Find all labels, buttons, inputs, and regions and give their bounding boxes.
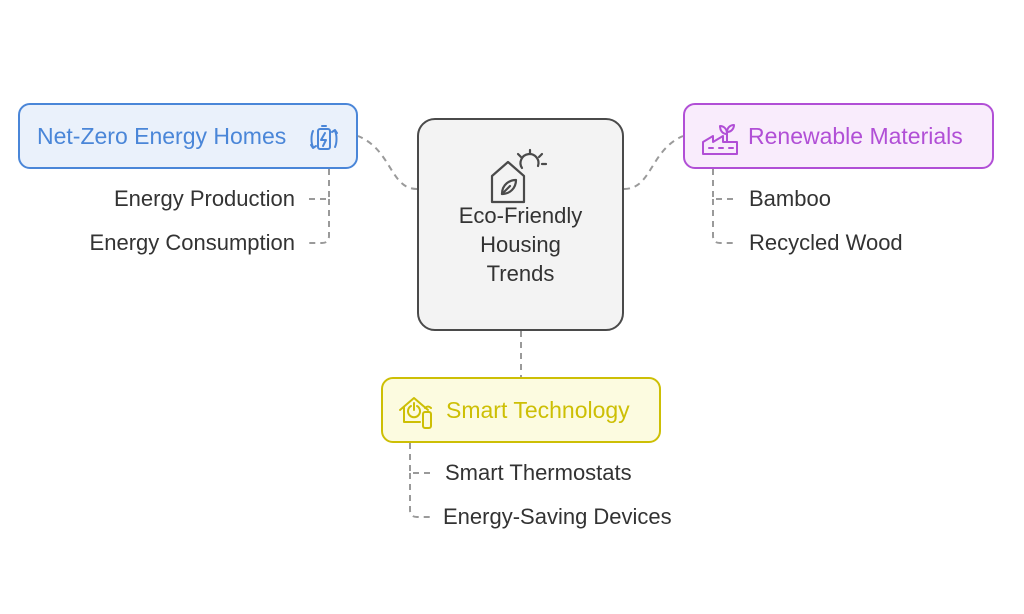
connector-center-netzero: [357, 135, 418, 190]
smart-home-power-icon: [398, 394, 438, 430]
connector-netzero-production: [307, 169, 330, 200]
branch-node-renewable-materials: Renewable Materials: [683, 103, 994, 169]
sub-item-recycled-wood: Recycled Wood: [749, 230, 903, 255]
sub-item-energy-saving-devices: Energy-Saving Devices: [443, 504, 672, 529]
connector-smart-energy-saving: [409, 473, 433, 518]
branch-node-smart-technology: Smart Technology: [381, 377, 661, 443]
branch-title-net-zero: Net-Zero Energy Homes: [37, 122, 287, 149]
branch-title-smart-technology: Smart Technology: [446, 396, 630, 423]
eco-house-sun-icon: [488, 148, 552, 208]
connector-renewable-bamboo: [712, 169, 735, 200]
sub-item-bamboo: Bamboo: [749, 186, 831, 211]
connector-center-renewable: [623, 135, 684, 190]
branch-node-net-zero: Net-Zero Energy Homes: [18, 103, 358, 169]
connector-smart-thermostats: [409, 443, 433, 474]
sub-item-energy-production: Energy Production: [114, 186, 295, 211]
center-title: Eco-Friendly Housing Trends: [458, 203, 583, 286]
battery-cycle-icon: [308, 121, 340, 157]
sub-item-smart-thermostats: Smart Thermostats: [445, 460, 632, 485]
center-node: Eco-Friendly Housing Trends: [417, 118, 624, 331]
sprout-factory-icon: [700, 122, 740, 156]
connector-renewable-recycled: [712, 199, 735, 244]
sub-item-energy-consumption: Energy Consumption: [89, 230, 295, 255]
branch-title-renewable-materials: Renewable Materials: [748, 122, 963, 149]
connector-netzero-consumption: [307, 199, 330, 244]
